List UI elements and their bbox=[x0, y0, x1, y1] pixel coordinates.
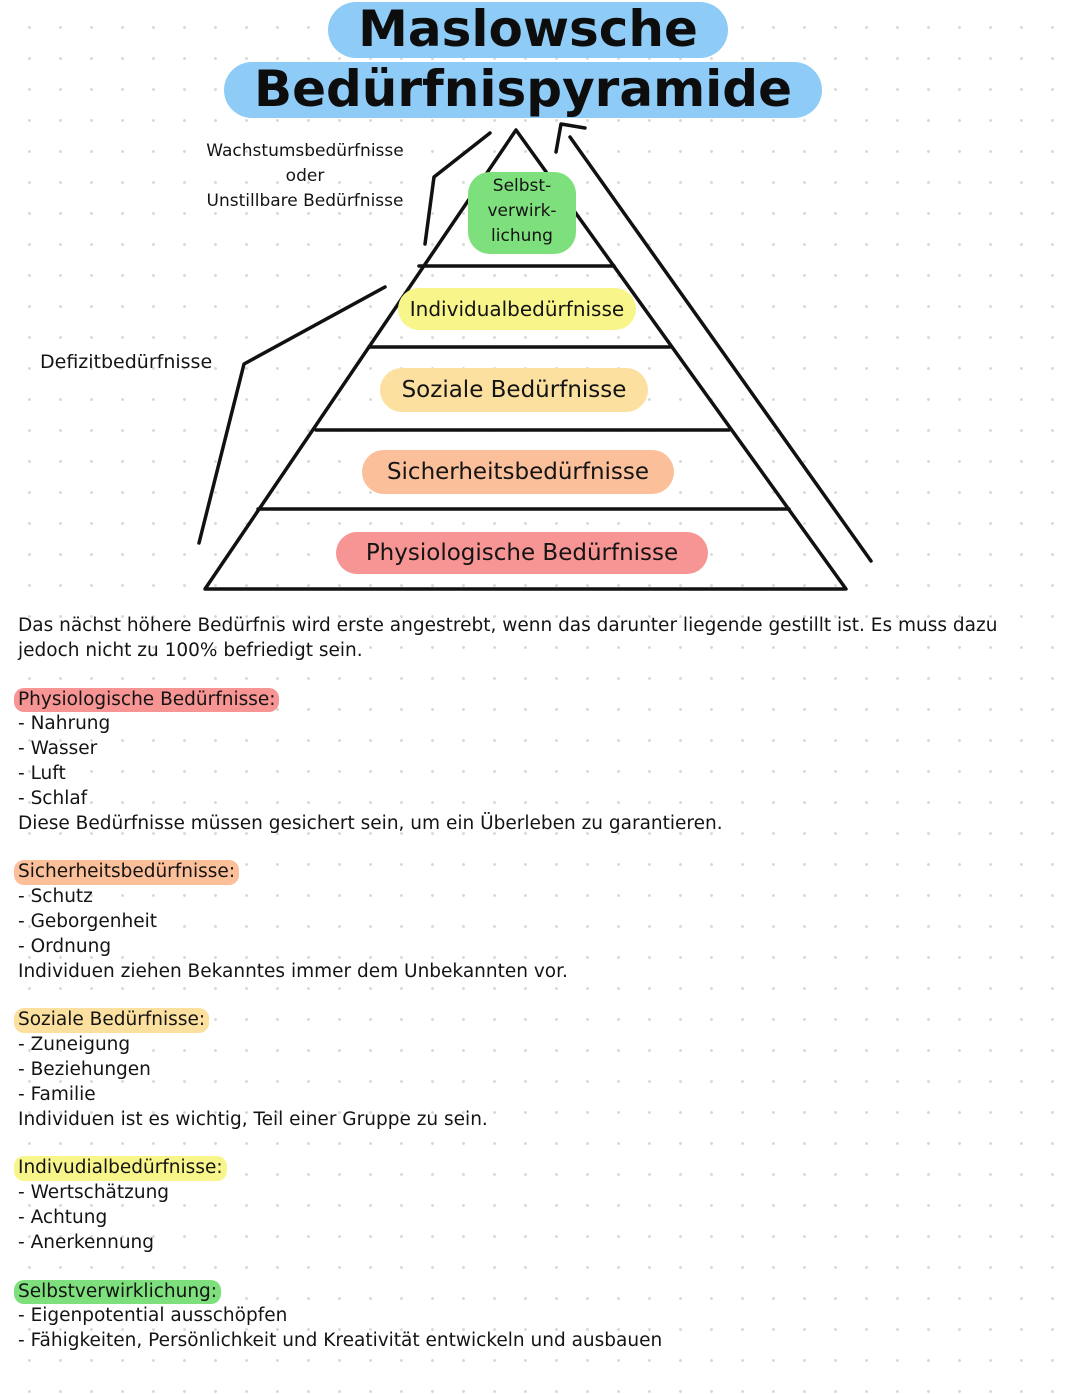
growth-needs-label: Wachstumsbedürfnisse oder Unstillbare Be… bbox=[180, 139, 430, 214]
list-item: Fähigkeiten, Persönlichkeit und Kreativi… bbox=[18, 1329, 1058, 1354]
section-heading: Indivudialbedürfnisse: bbox=[14, 1156, 227, 1182]
section-heading: Physiologische Bedürfnisse: bbox=[14, 687, 280, 713]
section-individual: Indivudialbedürfnisse: Wertschätzung Ach… bbox=[14, 1156, 1058, 1255]
section-heading: Sicherheitsbedürfnisse: bbox=[14, 860, 240, 886]
section-heading: Soziale Bedürfnisse: bbox=[14, 1008, 210, 1034]
list-item: Ordnung bbox=[18, 935, 1058, 960]
title-line-2: Bedürfnispyramide bbox=[0, 62, 1080, 118]
item-list: Eigenpotential ausschöpfen Fähigkeiten, … bbox=[18, 1304, 1058, 1354]
list-item: Achtung bbox=[18, 1206, 1058, 1231]
pyramid-level-social: Soziale Bedürfnisse bbox=[380, 368, 648, 412]
growth-bracket-line bbox=[423, 131, 492, 246]
list-item: Schutz bbox=[18, 885, 1058, 910]
pyramid-level-safety: Sicherheitsbedürfnisse bbox=[362, 450, 674, 494]
list-item: Familie bbox=[18, 1083, 1058, 1108]
section-note: Individuen ziehen Bekanntes immer dem Un… bbox=[18, 960, 568, 982]
pyramid-level-physiological: Physiologische Bedürfnisse bbox=[336, 532, 708, 574]
section-self-actualization: Selbstverwirklichung: Eigenpotential aus… bbox=[14, 1279, 1058, 1354]
list-item: Anerkennung bbox=[18, 1231, 1058, 1256]
growth-label-line-1: Wachstumsbedürfnisse bbox=[206, 141, 404, 161]
section-note: Individuen ist es wichtig, Teil einer Gr… bbox=[18, 1108, 488, 1130]
title-text-1: Maslowsche bbox=[328, 2, 728, 58]
item-list: Wertschätzung Achtung Anerkennung bbox=[18, 1181, 1058, 1255]
pyramid-outline bbox=[203, 128, 848, 591]
notes-section: Das nächst höhere Bedürfnis wird erste a… bbox=[14, 614, 1058, 1378]
item-list: Zuneigung Beziehungen Familie bbox=[18, 1033, 1058, 1107]
list-item: Wasser bbox=[18, 737, 1058, 762]
self-label-line-3: lichung bbox=[491, 226, 553, 246]
list-item: Geborgenheit bbox=[18, 910, 1058, 935]
self-label-line-2: verwirk- bbox=[487, 201, 557, 221]
item-list: Nahrung Wasser Luft Schlaf bbox=[18, 712, 1058, 811]
growth-label-line-2: oder bbox=[285, 166, 325, 186]
section-safety: Sicherheitsbedürfnisse: Schutz Geborgenh… bbox=[14, 860, 1058, 984]
pyramid-level-individual: Individualbedürfnisse bbox=[398, 288, 636, 330]
list-item: Luft bbox=[18, 762, 1058, 787]
list-item: Wertschätzung bbox=[18, 1181, 1058, 1206]
growth-label-line-3: Unstillbare Bedürfnisse bbox=[206, 191, 404, 211]
section-physiological: Physiologische Bedürfnisse: Nahrung Wass… bbox=[14, 687, 1058, 837]
list-item: Beziehungen bbox=[18, 1058, 1058, 1083]
list-item: Schlaf bbox=[18, 787, 1058, 812]
list-item: Eigenpotential ausschöpfen bbox=[18, 1304, 1058, 1329]
outer-arrow-line bbox=[568, 135, 873, 563]
pyramid-level-self-actualization: Selbst- verwirk- lichung bbox=[468, 172, 576, 254]
item-list: Schutz Geborgenheit Ordnung bbox=[18, 885, 1058, 959]
section-heading: Selbstverwirklichung: bbox=[14, 1279, 222, 1305]
section-social: Soziale Bedürfnisse: Zuneigung Beziehung… bbox=[14, 1008, 1058, 1132]
list-item: Nahrung bbox=[18, 712, 1058, 737]
section-note: Diese Bedürfnisse müssen gesichert sein,… bbox=[18, 812, 723, 834]
top-arrow-mark bbox=[554, 122, 587, 154]
title-text-2: Bedürfnispyramide bbox=[223, 62, 823, 118]
intro-text: Das nächst höhere Bedürfnis wird erste a… bbox=[18, 615, 998, 661]
list-item: Zuneigung bbox=[18, 1033, 1058, 1058]
deficit-bracket-line bbox=[197, 285, 387, 545]
pyramid-diagram bbox=[197, 122, 873, 591]
title-line-1: Maslowsche bbox=[0, 2, 1080, 58]
self-label-line-1: Selbst- bbox=[492, 176, 552, 196]
deficit-needs-label: Defizitbedürfnisse bbox=[40, 351, 213, 373]
